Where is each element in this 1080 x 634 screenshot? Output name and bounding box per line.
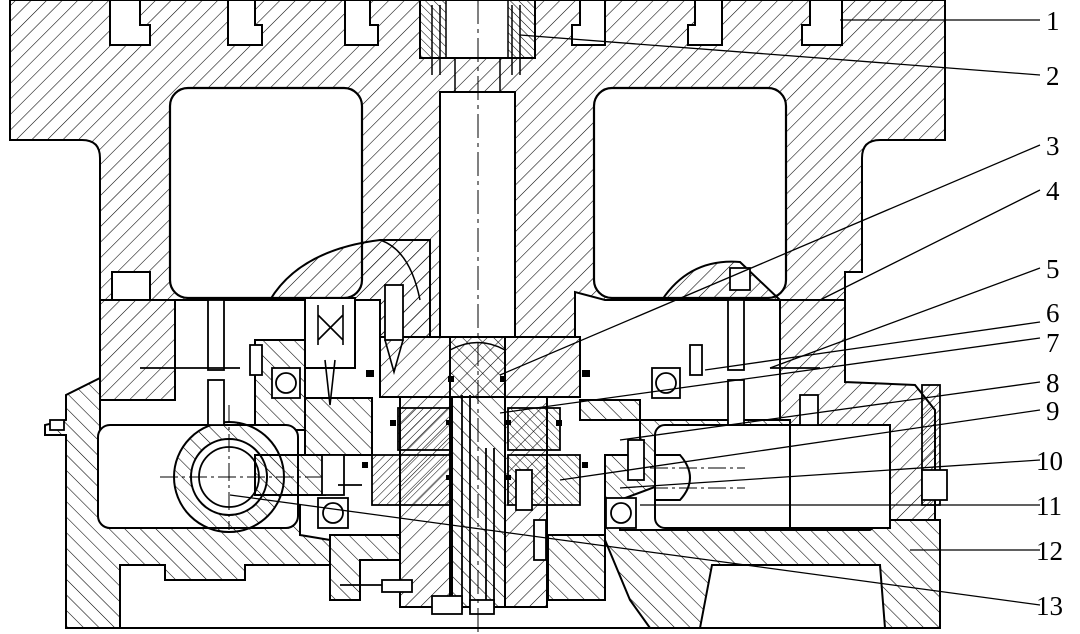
callout-9: 9 xyxy=(1046,396,1060,426)
bearings xyxy=(271,367,681,529)
callout-11: 11 xyxy=(1036,491,1062,521)
callout-4: 4 xyxy=(1046,176,1060,206)
callout-3: 3 xyxy=(1046,131,1060,161)
callout-12: 12 xyxy=(1036,536,1063,566)
callout-6: 6 xyxy=(1046,298,1060,328)
callout-8: 8 xyxy=(1046,368,1060,398)
top-table xyxy=(9,0,946,338)
callout-13: 13 xyxy=(1036,591,1063,621)
callout-7: 7 xyxy=(1046,328,1060,358)
leader-lines xyxy=(229,19,1041,606)
callout-labels: 1 2 3 4 5 6 7 8 9 10 11 12 13 xyxy=(1036,6,1063,621)
worm-chamber xyxy=(97,405,330,533)
callout-5: 5 xyxy=(1046,254,1060,284)
callout-1: 1 xyxy=(1046,6,1060,36)
callout-10: 10 xyxy=(1036,446,1063,476)
right-chamber xyxy=(650,384,948,529)
base-housing xyxy=(44,299,941,629)
callout-2: 2 xyxy=(1046,61,1060,91)
